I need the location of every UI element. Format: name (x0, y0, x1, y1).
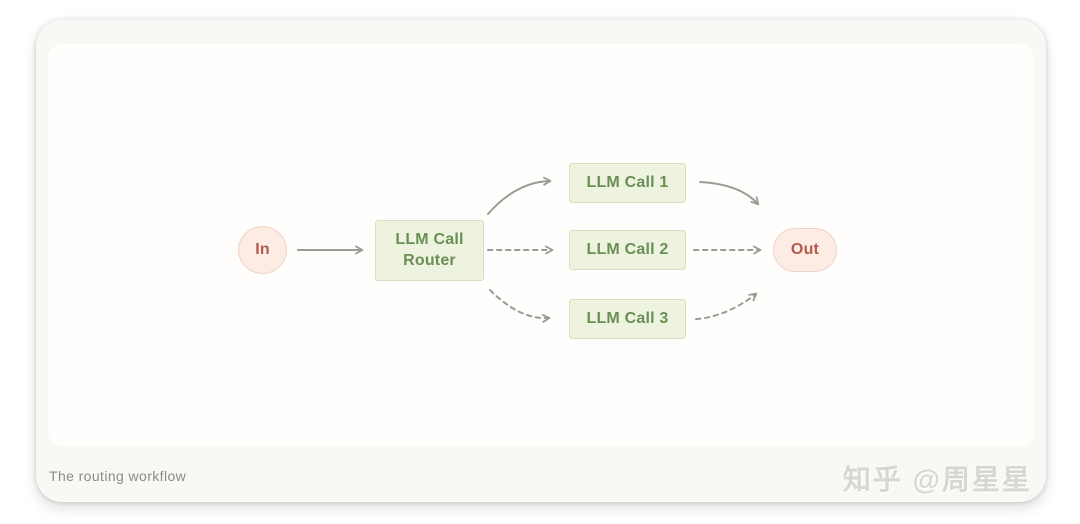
node-llm-call-2-label: LLM Call 2 (586, 240, 669, 258)
node-llm-call-router: LLM Call Router (375, 220, 484, 281)
figure-caption: The routing workflow (49, 468, 187, 484)
edge-call1-out (699, 181, 760, 206)
diagram-edges (297, 176, 762, 323)
node-llm-call-1: LLM Call 1 (569, 163, 686, 203)
node-in: In (238, 226, 287, 274)
edge-call3-out (695, 292, 758, 320)
diagram-canvas: In LLM Call Router LLM Call 1 LLM Call 2… (48, 44, 1034, 446)
node-llm-call-2: LLM Call 2 (569, 230, 686, 270)
edge-router-call1 (487, 176, 552, 215)
figure-card: In LLM Call Router LLM Call 1 LLM Call 2… (36, 20, 1046, 502)
edge-router-call3 (489, 289, 551, 323)
node-out-label: Out (790, 240, 820, 258)
node-llm-call-3: LLM Call 3 (569, 299, 686, 339)
node-llm-call-3-label: LLM Call 3 (586, 309, 669, 327)
node-llm-call-1-label: LLM Call 1 (586, 173, 669, 191)
node-in-label: In (255, 240, 270, 258)
node-out: Out (773, 228, 837, 272)
node-llm-call-router-label: LLM Call Router (395, 230, 464, 269)
watermark: 知乎 @周星星 (842, 464, 1032, 495)
